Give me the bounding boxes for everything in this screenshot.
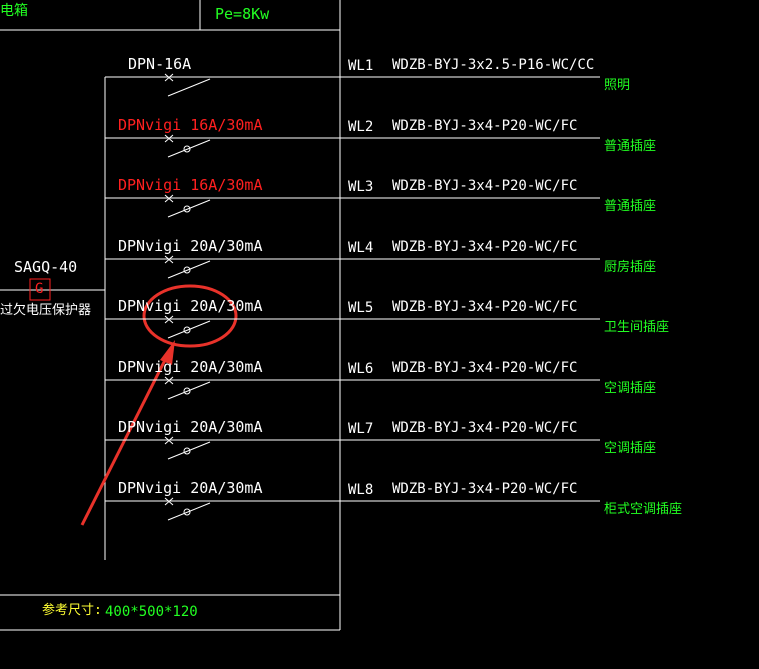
rcd-mark-wl5 <box>183 326 191 334</box>
rcd-mark-wl3 <box>183 205 191 213</box>
rcd-mark-wl6 <box>183 387 191 395</box>
breaker-blade-wl1 <box>167 78 211 97</box>
cable-spec-wl5: WDZB-BYJ-3x4-P20-WC/FC <box>392 299 578 315</box>
main-breaker-box <box>29 278 51 301</box>
box-title: 电箱 <box>0 3 28 19</box>
annotation-arrowhead <box>160 340 175 365</box>
main-breaker-label: 过欠电压保护器 <box>0 303 92 318</box>
breaker-blade-wl5 <box>167 320 211 339</box>
breaker-label-wl2: DPNvigi 16A/30mA <box>118 116 263 134</box>
breaker-label-wl4: DPNvigi 20A/30mA <box>118 237 263 255</box>
breaker-contact-wl4 <box>164 255 174 264</box>
circuit-code-wl3: WL3 <box>348 179 374 195</box>
breaker-label-wl3: DPNvigi 16A/30mA <box>118 176 263 194</box>
circuit-code-wl4: WL4 <box>348 240 374 256</box>
breaker-label-wl8: DPNvigi 20A/30mA <box>118 479 263 497</box>
load-label-wl5: 卫生间插座 <box>604 320 670 335</box>
size-label: 参考尺寸: <box>42 603 102 618</box>
breaker-contact-wl8 <box>164 497 174 506</box>
breaker-contact-wl6 <box>164 376 174 385</box>
breaker-blade-wl4 <box>167 260 211 279</box>
breaker-label-wl7: DPNvigi 20A/30mA <box>118 418 263 436</box>
breaker-blade-wl8 <box>167 502 211 521</box>
breaker-blade-wl3 <box>167 199 211 218</box>
cable-spec-wl2: WDZB-BYJ-3x4-P20-WC/FC <box>392 118 578 134</box>
load-label-wl3: 普通插座 <box>604 199 657 214</box>
circuit-code-wl5: WL5 <box>348 300 374 316</box>
load-label-wl4: 厨房插座 <box>604 260 657 275</box>
annotation-circle <box>142 284 238 348</box>
rcd-mark-wl2 <box>183 145 191 153</box>
circuit-code-wl1: WL1 <box>348 58 374 74</box>
circuit-code-wl2: WL2 <box>348 119 374 135</box>
breaker-blade-wl6 <box>167 381 211 400</box>
rcd-mark-wl4 <box>183 266 191 274</box>
breaker-contact-wl7 <box>164 436 174 445</box>
circuit-code-wl6: WL6 <box>348 361 374 377</box>
main-breaker-symbol: G <box>35 281 44 297</box>
breaker-contact-wl3 <box>164 194 174 203</box>
circuit-code-wl8: WL8 <box>348 482 374 498</box>
load-label-wl7: 空调插座 <box>604 441 657 456</box>
annotation-arrow <box>80 359 167 526</box>
breaker-contact-wl1 <box>164 73 174 82</box>
cable-spec-wl6: WDZB-BYJ-3x4-P20-WC/FC <box>392 360 578 376</box>
power-rating: Pe=8Kw <box>215 5 270 23</box>
main-breaker-model: SAGQ-40 <box>14 258 78 276</box>
cable-spec-wl7: WDZB-BYJ-3x4-P20-WC/FC <box>392 420 578 436</box>
cable-spec-wl4: WDZB-BYJ-3x4-P20-WC/FC <box>392 239 578 255</box>
load-label-wl1: 照明 <box>604 78 631 93</box>
circuit-code-wl7: WL7 <box>348 421 374 437</box>
size-value: 400*500*120 <box>105 604 198 620</box>
breaker-label-wl5: DPNvigi 20A/30mA <box>118 297 263 315</box>
breaker-label-wl1: DPN-16A <box>128 55 192 73</box>
cable-spec-wl8: WDZB-BYJ-3x4-P20-WC/FC <box>392 481 578 497</box>
breaker-label-wl6: DPNvigi 20A/30mA <box>118 358 263 376</box>
load-label-wl6: 空调插座 <box>604 381 657 396</box>
breaker-blade-wl2 <box>167 139 211 158</box>
cable-spec-wl1: WDZB-BYJ-3x2.5-P16-WC/CC <box>392 57 595 73</box>
breaker-contact-wl5 <box>164 315 174 324</box>
breaker-blade-wl7 <box>167 441 211 460</box>
cable-spec-wl3: WDZB-BYJ-3x4-P20-WC/FC <box>392 178 578 194</box>
load-label-wl2: 普通插座 <box>604 139 657 154</box>
rcd-mark-wl8 <box>183 508 191 516</box>
load-label-wl8: 柜式空调插座 <box>604 502 683 517</box>
breaker-contact-wl2 <box>164 134 174 143</box>
rcd-mark-wl7 <box>183 447 191 455</box>
